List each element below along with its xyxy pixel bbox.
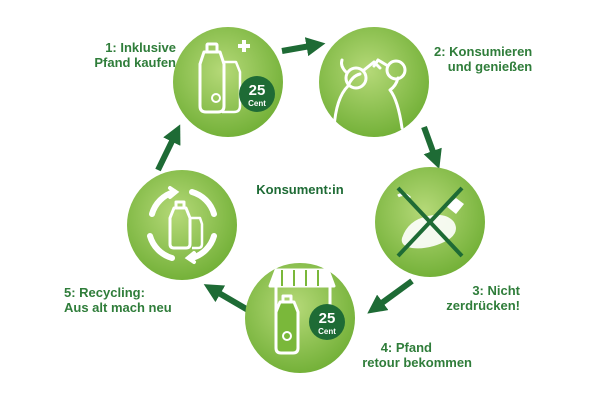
step-1-line2: Pfand kaufen (94, 55, 176, 70)
step-5-label: 5: Recycling: Aus alt mach neu (64, 285, 172, 315)
step-3-line2: zerdrücken! (446, 298, 520, 313)
step-2-circle (319, 27, 429, 137)
step-5-circle (127, 170, 237, 280)
recycling-arrows-icon (147, 186, 217, 264)
arrow-3-to-4 (367, 278, 414, 314)
shop-bottle-icon (268, 268, 336, 355)
arrow-2-to-3 (421, 125, 442, 170)
step-2-label: 2: Konsumieren und genießen (434, 44, 532, 74)
step-1-circle: 25 Cent (173, 27, 283, 137)
step-2-line2: und genießen (447, 59, 533, 74)
cent-badge: 25 Cent (239, 76, 275, 112)
step-4-line2: retour bekommen (362, 355, 472, 370)
badge-value: 25 (319, 310, 336, 327)
step-3-line1: 3: Nicht (472, 283, 520, 298)
step-4-line1: 4: Pfand (380, 340, 432, 355)
step-3-circle (375, 167, 485, 277)
step-5-line1: 5: Recycling: (64, 285, 145, 300)
step-3-label: 3: Nicht zerdrücken! (440, 283, 520, 313)
crossed-crushed-bottle-icon (396, 186, 464, 258)
center-label: Konsument:in (256, 182, 344, 197)
arrow-1-to-2 (281, 37, 326, 57)
step-4-circle: 25 Cent (245, 263, 355, 373)
arrow-5-to-1 (155, 124, 181, 172)
arrow-4-to-5 (203, 284, 250, 313)
step-4-label: 4: Pfand retour bekommen (336, 340, 472, 370)
step-5-line2: Aus alt mach neu (64, 300, 172, 315)
step-2-line1: 2: Konsumieren (434, 44, 533, 59)
cent-badge: 25 Cent (309, 304, 345, 340)
bottle-icon (168, 200, 204, 250)
badge-value: 25 (249, 82, 266, 99)
badge-unit: Cent (318, 327, 336, 336)
step-1-label: 1: Inklusive Pfand kaufen (72, 40, 176, 70)
badge-unit: Cent (248, 99, 266, 108)
drinking-people-icon (332, 58, 407, 130)
bottle-plus-icon (198, 40, 250, 114)
step-1-line1: 1: Inklusive (105, 40, 176, 55)
